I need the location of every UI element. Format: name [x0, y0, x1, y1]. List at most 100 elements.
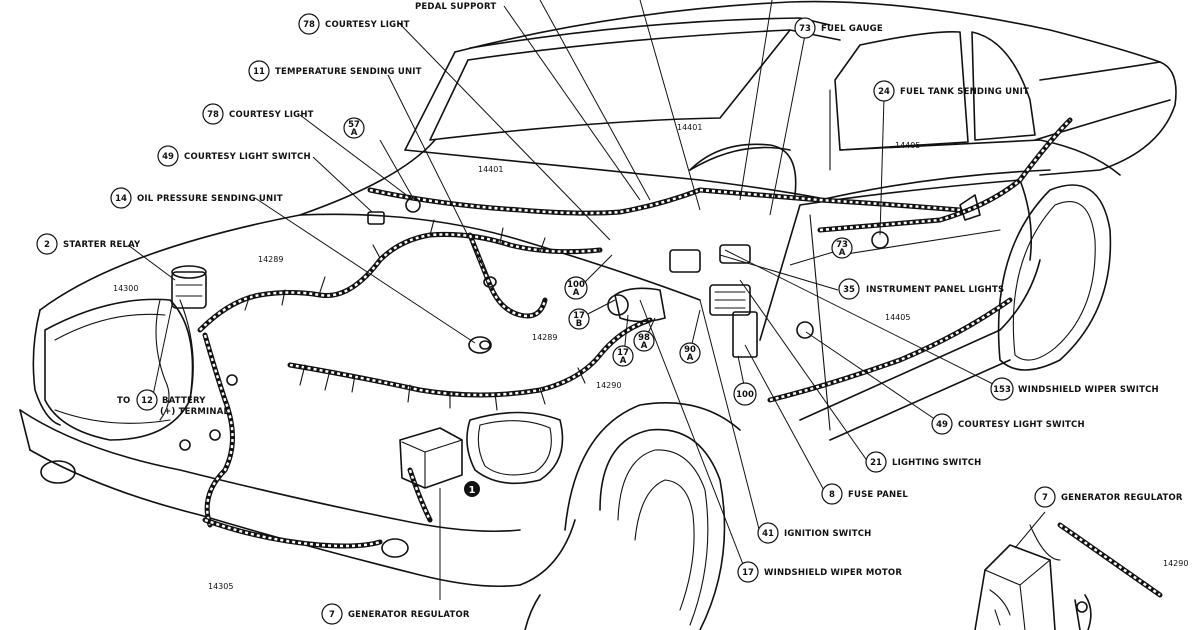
part-number-14290-inset: 14290 [1163, 559, 1188, 568]
svg-text:78: 78 [303, 20, 315, 30]
oil-pressure-sending-unit-part [468, 336, 492, 354]
svg-text:7: 7 [1042, 493, 1048, 503]
svg-text:A: A [641, 341, 648, 351]
fuse-panel-part [709, 284, 758, 358]
svg-text:WINDSHIELD WIPER MOTOR: WINDSHIELD WIPER MOTOR [764, 568, 902, 578]
callout-courtesy-light-switch-right: 49 COURTESY LIGHT SWITCH [931, 413, 1085, 435]
svg-text:49: 49 [162, 152, 174, 162]
badge-100: 100 [733, 382, 757, 406]
svg-text:A: A [573, 288, 580, 298]
callout-temperature-sending-unit: 11 TEMPERATURE SENDING UNIT [248, 60, 422, 82]
svg-text:GENERATOR REGULATOR: GENERATOR REGULATOR [348, 610, 470, 620]
badge-17b: 17 B [568, 308, 590, 330]
svg-text:COURTESY LIGHT: COURTESY LIGHT [325, 20, 410, 30]
windshield-wiper-motor-part [607, 287, 666, 323]
svg-text:11: 11 [253, 67, 265, 77]
svg-text:COURTESY LIGHT: COURTESY LIGHT [229, 110, 314, 120]
temperature-sending-unit-part [483, 276, 497, 288]
callout-fuel-gauge: 73 FUEL GAUGE [794, 17, 883, 39]
svg-text:21: 21 [870, 458, 882, 468]
svg-text:FUEL TANK SENDING UNIT: FUEL TANK SENDING UNIT [900, 87, 1029, 97]
callout-oil-pressure-sending-unit: 14 OIL PRESSURE SENDING UNIT [110, 187, 283, 209]
svg-text:A: A [351, 128, 358, 138]
svg-text:17: 17 [742, 568, 754, 578]
badge-57a: 57 A [343, 117, 365, 139]
svg-text:TEMPERATURE SENDING UNIT: TEMPERATURE SENDING UNIT [275, 67, 422, 77]
svg-text:35: 35 [843, 285, 855, 295]
part-number-14405-sill: 14405 [885, 313, 910, 322]
svg-text:A: A [687, 353, 694, 363]
part-number-14401-right: 14401 [677, 123, 702, 132]
inset-generator-regulator [974, 522, 1163, 630]
part-number-14401-left: 14401 [478, 165, 503, 174]
callout-fuel-tank-sending-unit: 24 FUEL TANK SENDING UNIT [873, 80, 1029, 102]
part-number-14405-top: 14405 [895, 141, 920, 150]
callout-generator-regulator-inset: 7 GENERATOR REGULATOR [1034, 486, 1183, 508]
svg-text:12: 12 [141, 396, 153, 406]
svg-text:OIL PRESSURE SENDING UNIT: OIL PRESSURE SENDING UNIT [137, 194, 283, 204]
callout-battery-terminal: TO 12 BATTERY (+) TERMINAL [117, 389, 230, 417]
svg-text:24: 24 [878, 87, 890, 97]
svg-text:FUSE PANEL: FUSE PANEL [848, 490, 908, 500]
car-body [19, 0, 1177, 630]
svg-text:INSTRUMENT PANEL LIGHTS: INSTRUMENT PANEL LIGHTS [866, 285, 1004, 295]
part-number-14290-center: 14290 [596, 381, 621, 390]
svg-text:COURTESY LIGHT SWITCH: COURTESY LIGHT SWITCH [958, 420, 1085, 430]
callout-instrument-panel-lights: 35 INSTRUMENT PANEL LIGHTS [838, 278, 1004, 300]
svg-text:14: 14 [115, 194, 127, 204]
svg-text:73: 73 [799, 24, 811, 34]
callout-windshield-wiper-motor: 17 WINDSHIELD WIPER MOTOR [737, 561, 902, 583]
svg-text:LIGHTING SWITCH: LIGHTING SWITCH [892, 458, 982, 468]
svg-text:153: 153 [993, 385, 1011, 395]
svg-text:B: B [576, 319, 582, 329]
callout-pedal-support: PEDAL SUPPORT [415, 2, 496, 12]
svg-text:FUEL GAUGE: FUEL GAUGE [821, 24, 883, 34]
part-number-14305: 14305 [208, 582, 233, 591]
svg-text:WINDSHIELD WIPER SWITCH: WINDSHIELD WIPER SWITCH [1018, 385, 1159, 395]
components: 1 [171, 146, 981, 497]
callout-windshield-wiper-switch: 153 WINDSHIELD WIPER SWITCH [990, 377, 1159, 401]
part-numbers: 14401 14401 14405 14405 14289 14289 1430… [113, 123, 1188, 591]
part-number-14289-left: 14289 [258, 255, 283, 264]
svg-text:A: A [839, 248, 846, 258]
svg-text:17: 17 [617, 348, 629, 358]
callout-courtesy-light-top: 78 COURTESY LIGHT [298, 13, 410, 35]
callout-courtesy-light-switch-left: 49 COURTESY LIGHT SWITCH [157, 145, 311, 167]
part-number-14289-right: 14289 [532, 333, 557, 342]
svg-text:1: 1 [469, 485, 476, 496]
starter-relay-part [171, 265, 207, 309]
part-number-14300: 14300 [113, 284, 138, 293]
generator-regulator-part [399, 427, 463, 489]
badge-98a: 98 A [633, 330, 655, 352]
svg-text:98: 98 [638, 333, 650, 343]
svg-text:A: A [620, 356, 627, 366]
svg-text:TO: TO [117, 396, 130, 406]
badge-73a: 73 A [831, 237, 853, 259]
svg-text:COURTESY LIGHT SWITCH: COURTESY LIGHT SWITCH [184, 152, 311, 162]
svg-text:STARTER RELAY: STARTER RELAY [63, 240, 141, 250]
svg-text:90: 90 [684, 345, 696, 355]
callout-ignition-switch: 41 IGNITION SWITCH [757, 522, 871, 544]
svg-text:(+) TERMINAL: (+) TERMINAL [160, 407, 230, 417]
svg-text:GENERATOR REGULATOR: GENERATOR REGULATOR [1061, 493, 1183, 503]
svg-text:BATTERY: BATTERY [162, 396, 206, 406]
badge-90a: 90 A [679, 342, 701, 364]
svg-text:8: 8 [829, 490, 835, 500]
badge-100a: 100 A [564, 276, 588, 300]
badge-17a: 17 A [612, 345, 634, 367]
svg-text:49: 49 [936, 420, 948, 430]
svg-text:PEDAL SUPPORT: PEDAL SUPPORT [415, 2, 496, 12]
callout-courtesy-light-mid: 78 COURTESY LIGHT [202, 103, 314, 125]
svg-text:57: 57 [348, 120, 360, 130]
svg-text:100: 100 [567, 280, 585, 290]
svg-text:41: 41 [762, 529, 774, 539]
callout-starter-relay: 2 STARTER RELAY [36, 233, 141, 255]
callout-lighting-switch: 21 LIGHTING SWITCH [865, 451, 982, 473]
marker-1: 1 [464, 481, 480, 497]
svg-text:100: 100 [736, 390, 754, 400]
callout-generator-regulator-bottom: 7 GENERATOR REGULATOR [321, 603, 470, 625]
svg-text:73: 73 [836, 240, 848, 250]
svg-text:2: 2 [44, 240, 50, 250]
svg-text:17: 17 [573, 311, 585, 321]
